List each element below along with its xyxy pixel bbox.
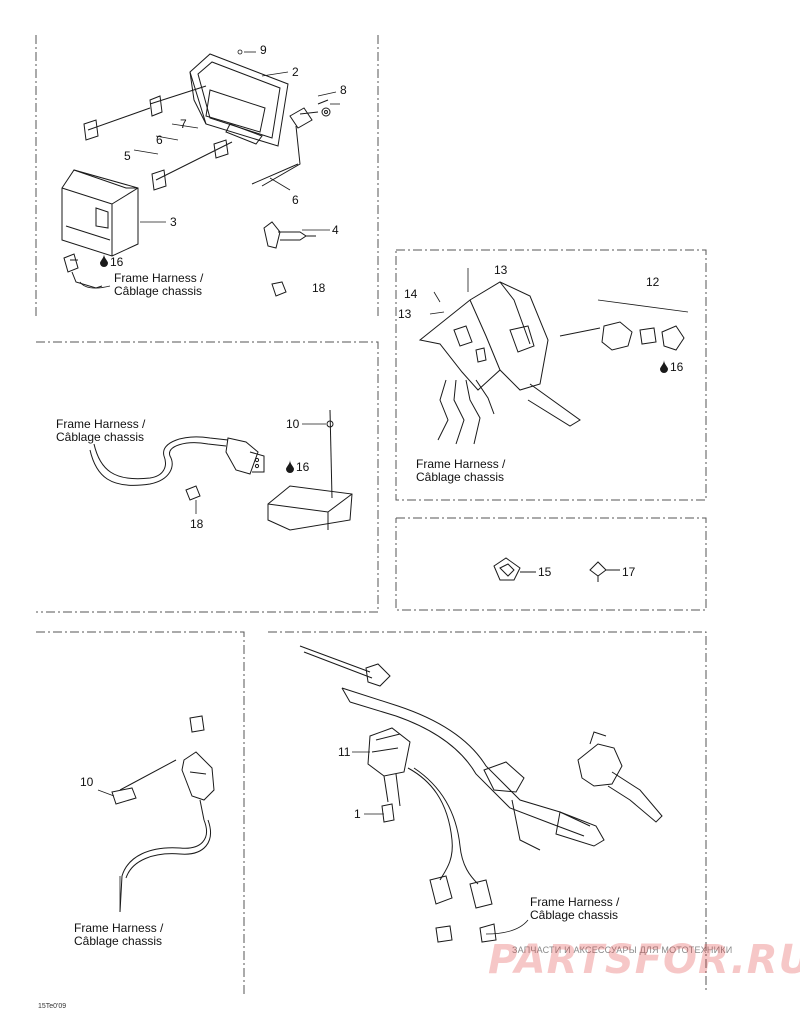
callout-10: 10 [286, 417, 300, 431]
callout-4: 4 [332, 223, 339, 237]
headlight-bracket-screws [83, 85, 233, 191]
harness-label-1: Frame Harness / Câblage chassis [114, 272, 203, 298]
harness-label-2-line1: Frame Harness / [56, 417, 146, 431]
callout-16-rear: 16 [296, 460, 310, 474]
leader-lines-6 [352, 751, 384, 815]
small-clip-icon [271, 281, 287, 297]
callout-13: 13 [494, 263, 508, 277]
harness-label-3-line2: Câblage chassis [416, 470, 505, 484]
harness-arrows [79, 281, 529, 935]
callout-13-left: 13 [398, 307, 412, 321]
callout-5: 5 [124, 149, 131, 163]
switch-wires [437, 379, 495, 445]
brake-lever-icon [577, 731, 663, 823]
sensor-connector-icon [111, 715, 215, 913]
kill-switch-icon [601, 321, 685, 351]
harness-label-5: Frame Harness / Câblage chassis [530, 896, 619, 922]
harness-label-5-line2: Câblage chassis [530, 908, 619, 922]
harness-label-4: Frame Harness / Câblage chassis [74, 922, 163, 948]
connector-icon [225, 437, 265, 475]
headlight-housing-icon [189, 53, 289, 147]
switch-icon [367, 727, 411, 823]
callout-18-rear: 18 [190, 517, 204, 531]
rear-harness [89, 436, 229, 486]
harness-label-4-line1: Frame Harness / [74, 921, 164, 935]
callout-10-side: 10 [80, 775, 94, 789]
harness-label-2: Frame Harness / Câblage chassis [56, 418, 145, 444]
control-module-icon [267, 409, 353, 531]
callout-17: 17 [622, 565, 636, 579]
callout-1: 1 [354, 807, 361, 821]
drawing-code: 15Te0'09 [38, 1003, 67, 1010]
callout-7: 7 [180, 117, 187, 131]
callout-15: 15 [538, 565, 552, 579]
drop-icon [100, 254, 668, 473]
callout-16-switch: 16 [670, 360, 684, 374]
plug-icon [589, 561, 620, 582]
callout-16: 16 [110, 255, 124, 269]
callout-6: 6 [156, 133, 163, 147]
section-frames [35, 35, 707, 995]
callout-6-lower: 6 [292, 193, 299, 207]
callout-8: 8 [340, 83, 347, 97]
handlebar-icon [299, 645, 605, 851]
harness-label-3: Frame Harness / Câblage chassis [416, 458, 505, 484]
watermark-tagline: ЗАПЧАСТИ И АКСЕССУАРЫ ДЛЯ МОТОТЕХНИКИ [512, 945, 733, 955]
watermark-logo: PARTSFOR.RU [488, 937, 800, 983]
harness-label-3-line1: Frame Harness / [416, 457, 506, 471]
harness-label-1-line2: Câblage chassis [114, 284, 203, 298]
socket-connector-icon [251, 99, 331, 187]
pigtail-connector-icon [63, 253, 103, 289]
callout-3: 3 [170, 215, 177, 229]
callout-2: 2 [292, 65, 299, 79]
harness-label-5-line1: Frame Harness / [530, 895, 620, 909]
leader-lines-3 [429, 268, 689, 315]
gasket-icon [493, 557, 536, 581]
callout-14: 14 [404, 287, 418, 301]
lamp-lens-icon [61, 169, 139, 257]
callout-18: 18 [312, 281, 326, 295]
leader-lines-2 [195, 423, 326, 514]
callout-11: 11 [338, 745, 351, 759]
callout-9: 9 [260, 43, 267, 57]
harness-label-4-line2: Câblage chassis [74, 934, 163, 948]
harness-label-2-line2: Câblage chassis [56, 430, 145, 444]
small-clip-icon [185, 485, 201, 501]
bulb-icon [263, 221, 316, 249]
callout-12: 12 [646, 275, 660, 289]
harness-label-1-line1: Frame Harness / [114, 271, 204, 285]
throttle-housing-icon [418, 281, 601, 427]
lower-harness [407, 767, 497, 943]
leader-lines-1 [133, 49, 340, 231]
